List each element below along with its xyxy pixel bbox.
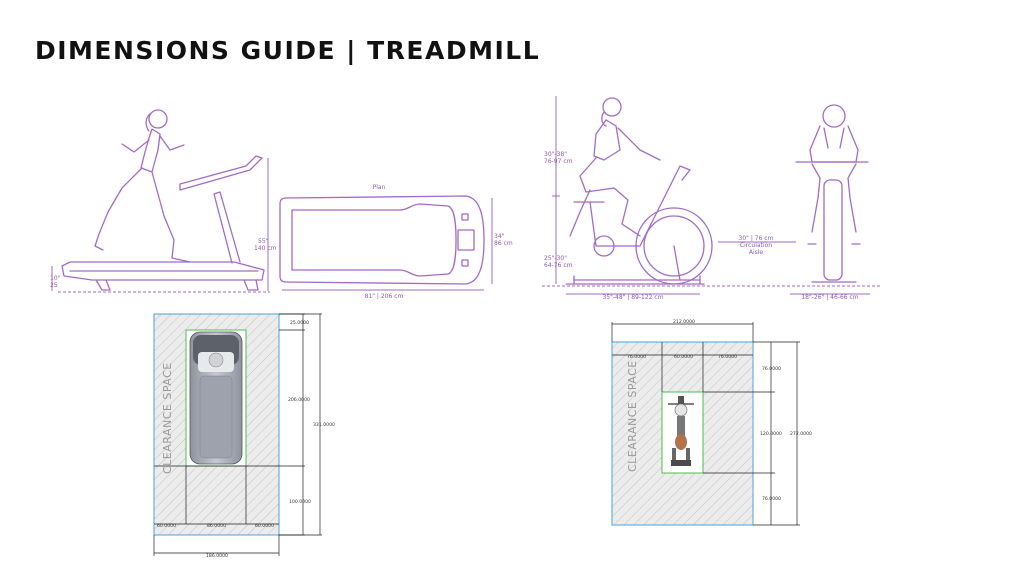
bike-top-height-imperial: 30"-38" [544,151,567,158]
bike-seat-height-imperial: 25"-30" [544,255,567,262]
bike-clearance-plan [611,322,800,526]
bike-front-width: 18"-26" | 46-66 cm [801,294,858,301]
bike-rear-clearance: 76.0000 [762,496,781,502]
bike-front-clearance: 76.0000 [762,366,781,372]
bike-machine-width: 60.0000 [674,354,693,360]
treadmill-machine-width: 86.0000 [207,523,226,529]
bike-rider-front-illustration [795,104,869,283]
bike-rider-side-illustration [565,97,713,285]
treadmill-runner-illustration [61,109,265,291]
aisle-label-aisle: Aisle [749,249,764,256]
bike-side-right: 76.0000 [718,354,737,360]
treadmill-side-right: 60.0000 [255,523,274,529]
bike-top-height-metric: 76-97 cm [544,158,573,165]
deck-height-metric: 25 [50,282,58,289]
treadmill-machine-length: 206.0000 [288,397,310,403]
plan-length: 81" | 206 cm [365,293,404,300]
treadmill-height-metric: 140 cm [254,245,277,252]
plan-width-imperial: 34" [494,233,505,240]
bike-length: 35"-48" | 89-122 cm [602,294,663,301]
bike-side-left: 76.0000 [627,354,646,360]
bike-total-length: 272.0000 [790,431,812,437]
treadmill-clearance-plan [153,313,322,556]
bike-seat-height-metric: 64-76 cm [544,262,573,269]
bike-clearance-label: CLEARANCE SPACE [626,360,639,472]
bike-machine-length: 120.0000 [760,431,782,437]
aisle-dimension: 30" | 76 cm [739,235,774,242]
page-title: DIMENSIONS GUIDE | TREADMILL [35,36,541,65]
treadmill-top-margin: 25.0000 [290,320,309,326]
treadmill-total-width: 186.0000 [206,553,228,559]
aisle-label-circulation: Circulation [740,242,772,249]
plan-width-metric: 86 cm [494,240,513,247]
treadmill-clearance-label: CLEARANCE SPACE [161,362,174,474]
treadmill-side-left: 60.0000 [157,523,176,529]
bike-total-width: 212.0000 [673,319,695,325]
treadmill-total-length: 331.0000 [313,422,335,428]
treadmill-height-imperial: 55" [258,238,269,245]
treadmill-rear-clearance: 100.0000 [289,499,311,505]
deck-height-imperial: 10" [50,275,61,282]
plan-label: Plan [373,184,386,191]
treadmill-plan-view [279,195,485,285]
